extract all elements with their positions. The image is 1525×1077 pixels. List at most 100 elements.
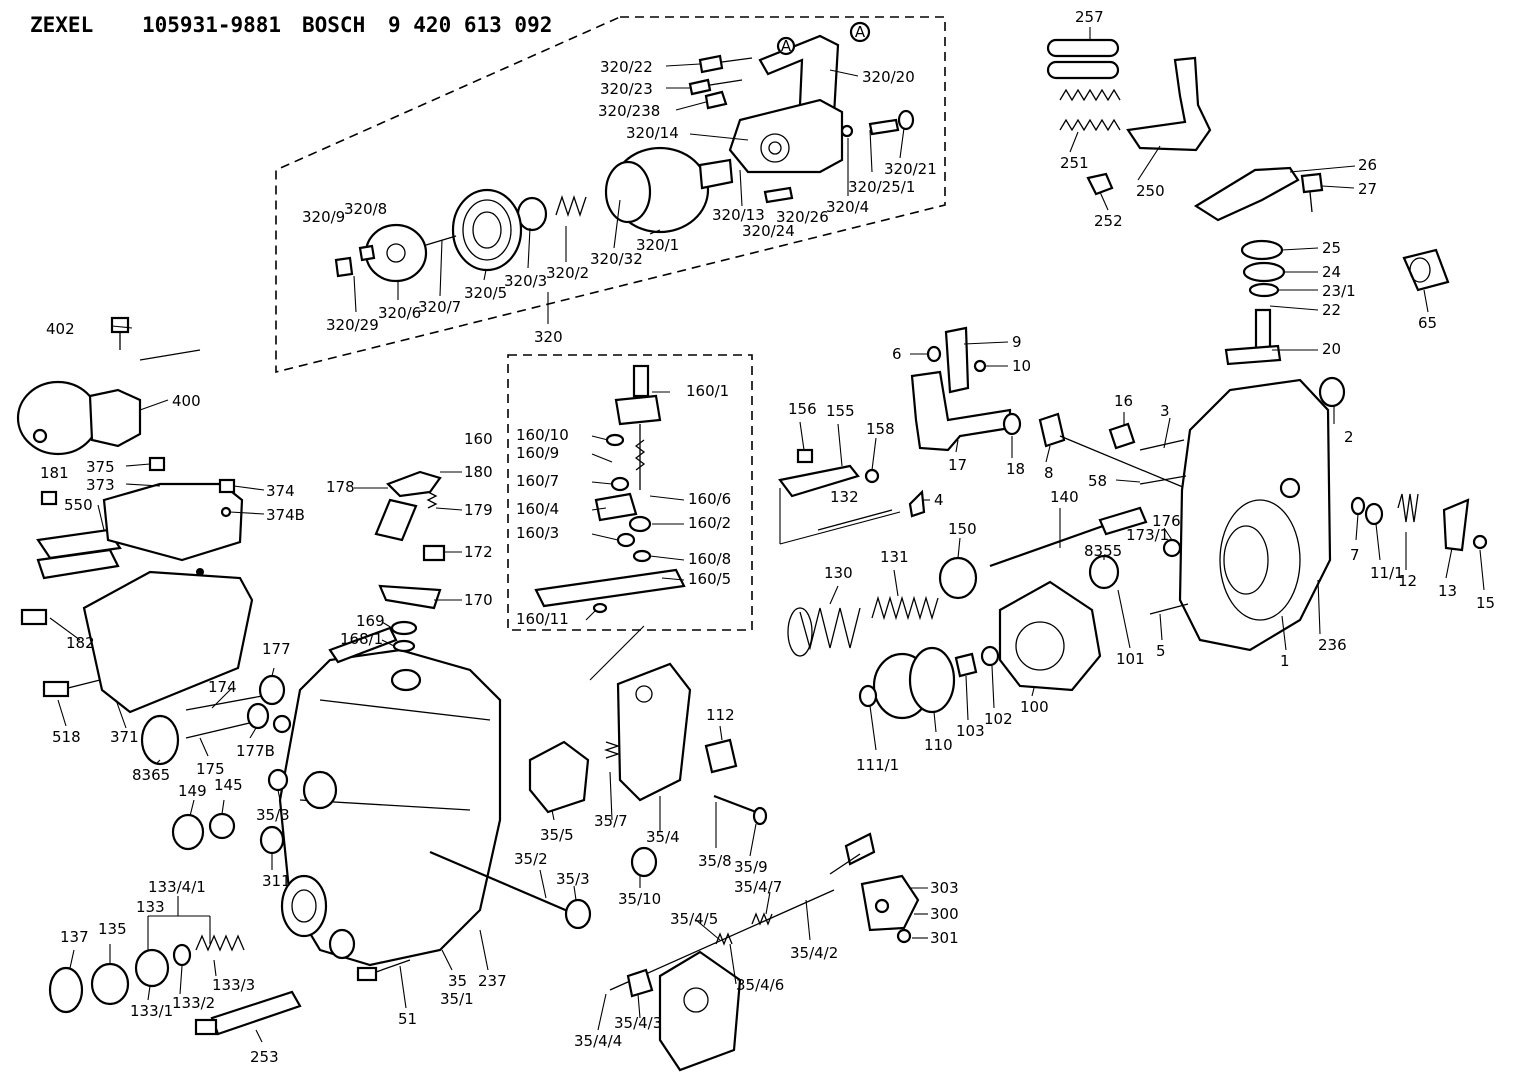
- label-35-4-7: 35/4/7: [734, 878, 782, 896]
- group-160-parts: [328, 364, 686, 664]
- label-58: 58: [1088, 472, 1107, 490]
- label-160-11: 160/11: [516, 610, 569, 628]
- label-177: 177: [262, 640, 291, 658]
- label-35-5: 35/5: [540, 826, 574, 844]
- label-320-32: 320/32: [590, 250, 643, 268]
- label-35-4-6: 35/4/6: [736, 976, 784, 994]
- label-320-21: 320/21: [884, 160, 937, 178]
- label-20: 20: [1322, 340, 1341, 358]
- label-181: 181: [40, 464, 69, 482]
- label-320-2: 320/2: [546, 264, 589, 282]
- group-160-boundary: [507, 354, 753, 631]
- right-housing: [1088, 376, 1488, 652]
- label-158: 158: [866, 420, 895, 438]
- label-110: 110: [924, 736, 953, 754]
- label-12: 12: [1398, 572, 1417, 590]
- label-133-1: 133/1: [130, 1002, 173, 1020]
- label-156: 156: [788, 400, 817, 418]
- label-518: 518: [52, 728, 81, 746]
- label-102: 102: [984, 710, 1013, 728]
- label-320-7: 320/7: [418, 298, 461, 316]
- label-320: 320: [534, 328, 563, 346]
- label-3: 3: [1160, 402, 1170, 420]
- part-labels: 257 251 250 252 26 27 25 24 23/1 22 20 6…: [40, 8, 1495, 1066]
- label-160-4: 160/4: [516, 500, 559, 518]
- manufacturer-bosch: BOSCH: [302, 13, 365, 37]
- label-155: 155: [826, 402, 855, 420]
- label-175: 175: [196, 760, 225, 778]
- label-173-1: 173/1: [1126, 526, 1169, 544]
- label-35-10: 35/10: [618, 890, 661, 908]
- label-16: 16: [1114, 392, 1133, 410]
- label-51: 51: [398, 1010, 417, 1028]
- label-179: 179: [464, 501, 493, 519]
- label-133: 133: [136, 898, 165, 916]
- label-35-4-5: 35/4/5: [670, 910, 718, 928]
- manufacturer-zexel: ZEXEL: [30, 13, 93, 37]
- label-182: 182: [66, 634, 95, 652]
- label-24: 24: [1322, 263, 1341, 281]
- label-174: 174: [208, 678, 237, 696]
- label-237: 237: [478, 972, 507, 990]
- label-176: 176: [1152, 512, 1181, 530]
- label-35-3-b: 35/3: [556, 870, 590, 888]
- label-320-14: 320/14: [626, 124, 679, 142]
- label-374b: 374B: [266, 506, 305, 524]
- label-303: 303: [930, 879, 959, 897]
- label-320-13: 320/13: [712, 206, 765, 224]
- label-4: 4: [934, 491, 944, 509]
- label-35-4-3: 35/4/3: [614, 1014, 662, 1032]
- label-371: 371: [110, 728, 139, 746]
- zexel-part-number: 105931-9881: [142, 13, 281, 37]
- reference-a-small-circle: A: [781, 37, 792, 55]
- label-11-1: 11/1: [1370, 564, 1404, 582]
- label-320-1: 320/1: [636, 236, 679, 254]
- left-upper-parts: [16, 316, 254, 714]
- label-9: 9: [1012, 333, 1022, 351]
- label-26: 26: [1358, 156, 1377, 174]
- group-320-parts: A A: [334, 21, 915, 283]
- label-7: 7: [1350, 546, 1360, 564]
- label-133-2: 133/2: [172, 994, 215, 1012]
- label-133-4-1: 133/4/1: [148, 878, 206, 896]
- label-35: 35: [448, 972, 467, 990]
- label-178: 178: [326, 478, 355, 496]
- label-160-3: 160/3: [516, 524, 559, 542]
- label-180: 180: [464, 463, 493, 481]
- label-8365: 8365: [132, 766, 170, 784]
- label-373: 373: [86, 476, 115, 494]
- label-320-22: 320/22: [600, 58, 653, 76]
- main-housing: [278, 648, 592, 967]
- label-23-1: 23/1: [1322, 282, 1356, 300]
- top-right-parts: [1046, 38, 1450, 366]
- label-170: 170: [464, 591, 493, 609]
- label-252: 252: [1094, 212, 1123, 230]
- middle-parts: [528, 326, 1191, 878]
- label-103: 103: [956, 722, 985, 740]
- label-320-6: 320/6: [378, 304, 421, 322]
- label-35-4: 35/4: [646, 828, 680, 846]
- label-35-4-4: 35/4/4: [574, 1032, 622, 1050]
- label-25: 25: [1322, 239, 1341, 257]
- label-150: 150: [948, 520, 977, 538]
- label-320-3: 320/3: [504, 272, 547, 290]
- label-18: 18: [1006, 460, 1025, 478]
- label-400: 400: [172, 392, 201, 410]
- label-133-3: 133/3: [212, 976, 255, 994]
- label-320-24: 320/24: [742, 222, 795, 240]
- label-375: 375: [86, 458, 115, 476]
- label-320-20: 320/20: [862, 68, 915, 86]
- label-35-2: 35/2: [514, 850, 548, 868]
- label-160-6: 160/6: [688, 490, 731, 508]
- label-135: 135: [98, 920, 127, 938]
- label-374: 374: [266, 482, 295, 500]
- label-301: 301: [930, 929, 959, 947]
- label-35-1: 35/1: [440, 990, 474, 1008]
- label-177b: 177B: [236, 742, 275, 760]
- label-320-23: 320/23: [600, 80, 653, 98]
- label-35-3-a: 35/3: [256, 806, 290, 824]
- label-257: 257: [1075, 8, 1104, 26]
- label-550: 550: [64, 496, 93, 514]
- label-5: 5: [1156, 642, 1166, 660]
- label-13: 13: [1438, 582, 1457, 600]
